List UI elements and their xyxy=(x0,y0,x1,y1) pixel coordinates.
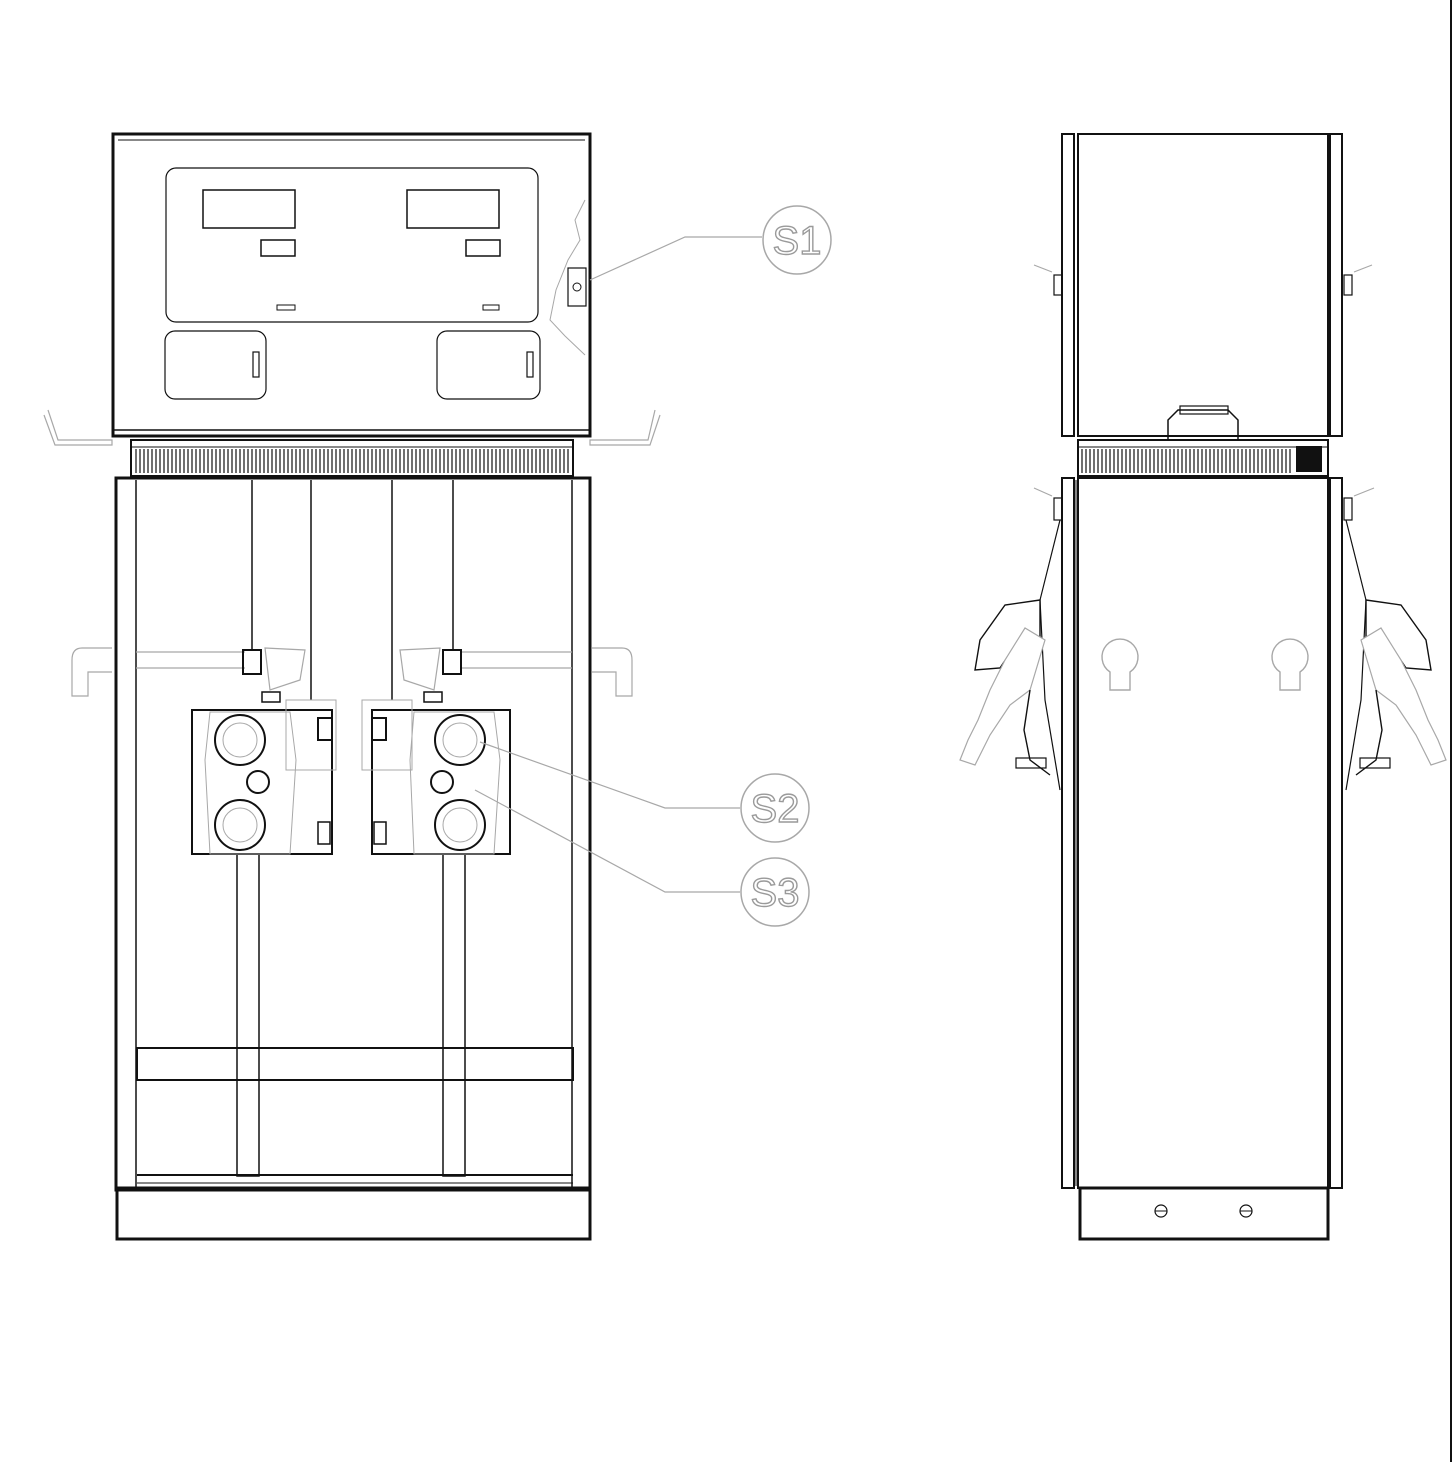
keyhole-right xyxy=(1271,638,1309,691)
callout-label-s2: S2 xyxy=(751,787,800,831)
display-window-left xyxy=(202,189,296,229)
callout-label-s1: S1 xyxy=(773,219,822,263)
front-grille xyxy=(130,439,574,477)
side-body xyxy=(1077,477,1329,1189)
side-view xyxy=(959,133,1447,1241)
callout-s1: S1 xyxy=(589,205,832,281)
nozzle-left xyxy=(959,519,1061,791)
door-right xyxy=(436,330,541,400)
front-piping xyxy=(236,480,466,1177)
callout-s2: S2 xyxy=(479,741,810,843)
side-base xyxy=(1078,1186,1330,1241)
meter-unit-right xyxy=(361,647,511,855)
door-left xyxy=(164,330,267,400)
side-grille xyxy=(1077,439,1329,477)
keyhole-left xyxy=(1101,638,1139,691)
hose-brackets xyxy=(71,647,633,697)
callout-s3: S3 xyxy=(474,789,810,927)
side-head xyxy=(1077,133,1329,437)
head-housing xyxy=(43,132,661,446)
side-handle xyxy=(1167,409,1239,440)
display-window-right xyxy=(406,189,500,229)
callout-label-s3: S3 xyxy=(751,871,800,915)
display-panel xyxy=(165,167,539,323)
lock-s1 xyxy=(567,267,587,307)
nozzle-right xyxy=(1345,519,1447,791)
base-plinth xyxy=(115,1186,592,1241)
lower-cabinet xyxy=(114,476,592,1241)
meter-unit-left xyxy=(191,647,337,855)
front-view xyxy=(43,132,661,1241)
